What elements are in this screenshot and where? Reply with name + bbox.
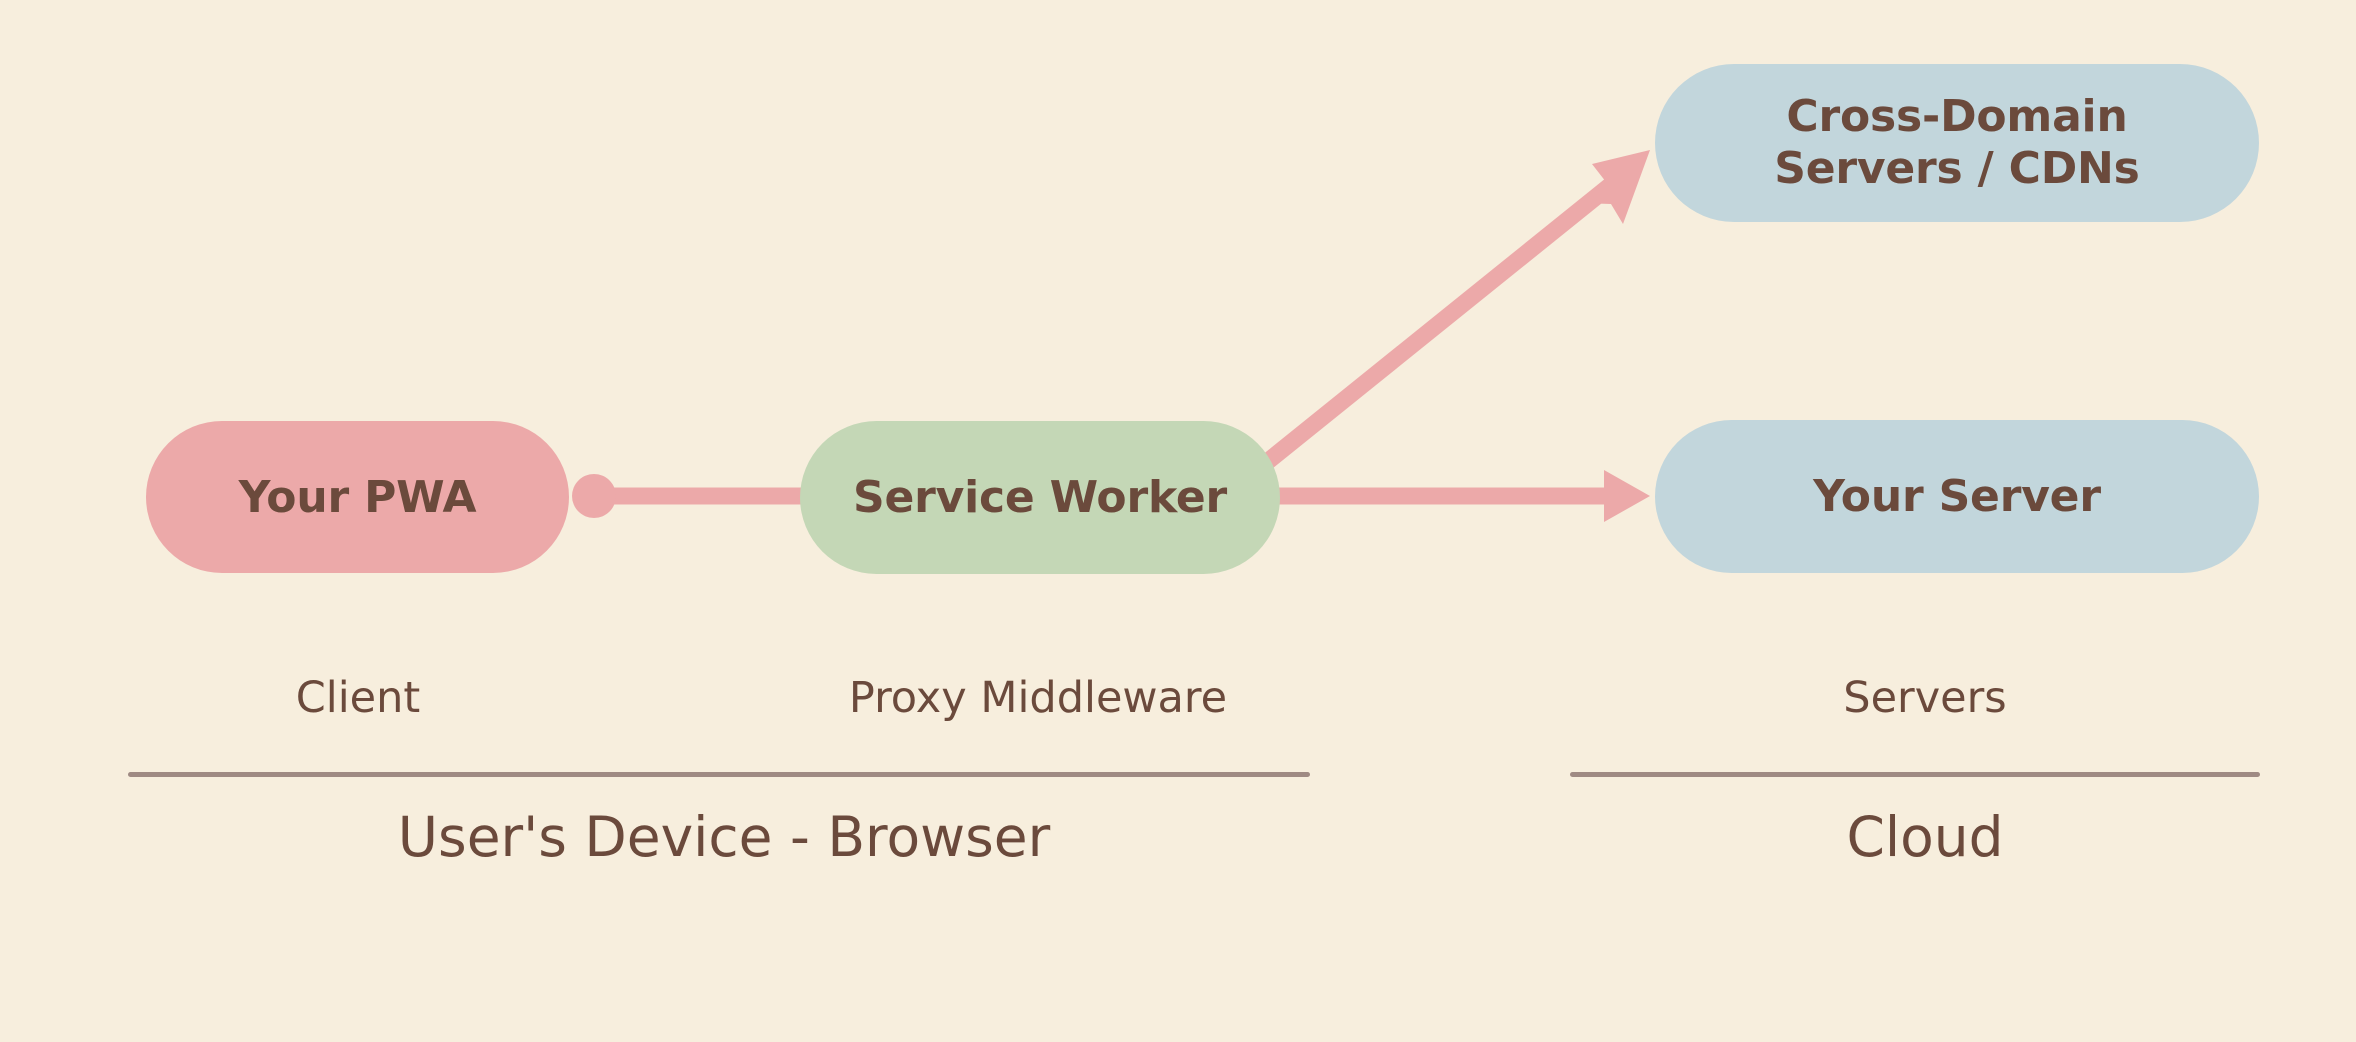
- node-service-worker-label: Service Worker: [853, 472, 1227, 523]
- divider-device: [128, 772, 1310, 777]
- arrowhead-icon-server: [1604, 470, 1650, 522]
- edge-service-worker-to-cross-domain: [1256, 150, 1650, 473]
- divider-cloud: [1570, 772, 2260, 777]
- zone-title-cloud: Cloud: [1846, 805, 2004, 869]
- node-your-server-label: Your Server: [1813, 471, 2101, 522]
- node-cross-domain-servers-label: Cross-Domain Servers / CDNs: [1774, 91, 2140, 195]
- node-your-pwa[interactable]: Your PWA: [146, 421, 569, 573]
- node-cross-domain-servers[interactable]: Cross-Domain Servers / CDNs: [1655, 64, 2259, 222]
- node-your-pwa-label: Your PWA: [238, 471, 477, 523]
- arrowhead-icon-cdn: [1580, 150, 1650, 224]
- edge-start-dot-icon: [572, 474, 616, 518]
- zone-label-proxy-middleware: Proxy Middleware: [848, 673, 1228, 723]
- zone-title-users-device-browser: User's Device - Browser: [397, 805, 1051, 869]
- node-cross-domain-line1: Cross-Domain: [1786, 91, 2128, 143]
- edge-service-worker-to-your-server: [1276, 470, 1650, 522]
- zone-label-client: Client: [295, 673, 421, 723]
- node-your-server[interactable]: Your Server: [1655, 420, 2259, 573]
- node-service-worker[interactable]: Service Worker: [800, 421, 1280, 574]
- edge-sw-cdn-shaft: [1256, 169, 1628, 473]
- zone-label-servers: Servers: [1843, 673, 2007, 723]
- node-cross-domain-line2: Servers / CDNs: [1774, 143, 2140, 194]
